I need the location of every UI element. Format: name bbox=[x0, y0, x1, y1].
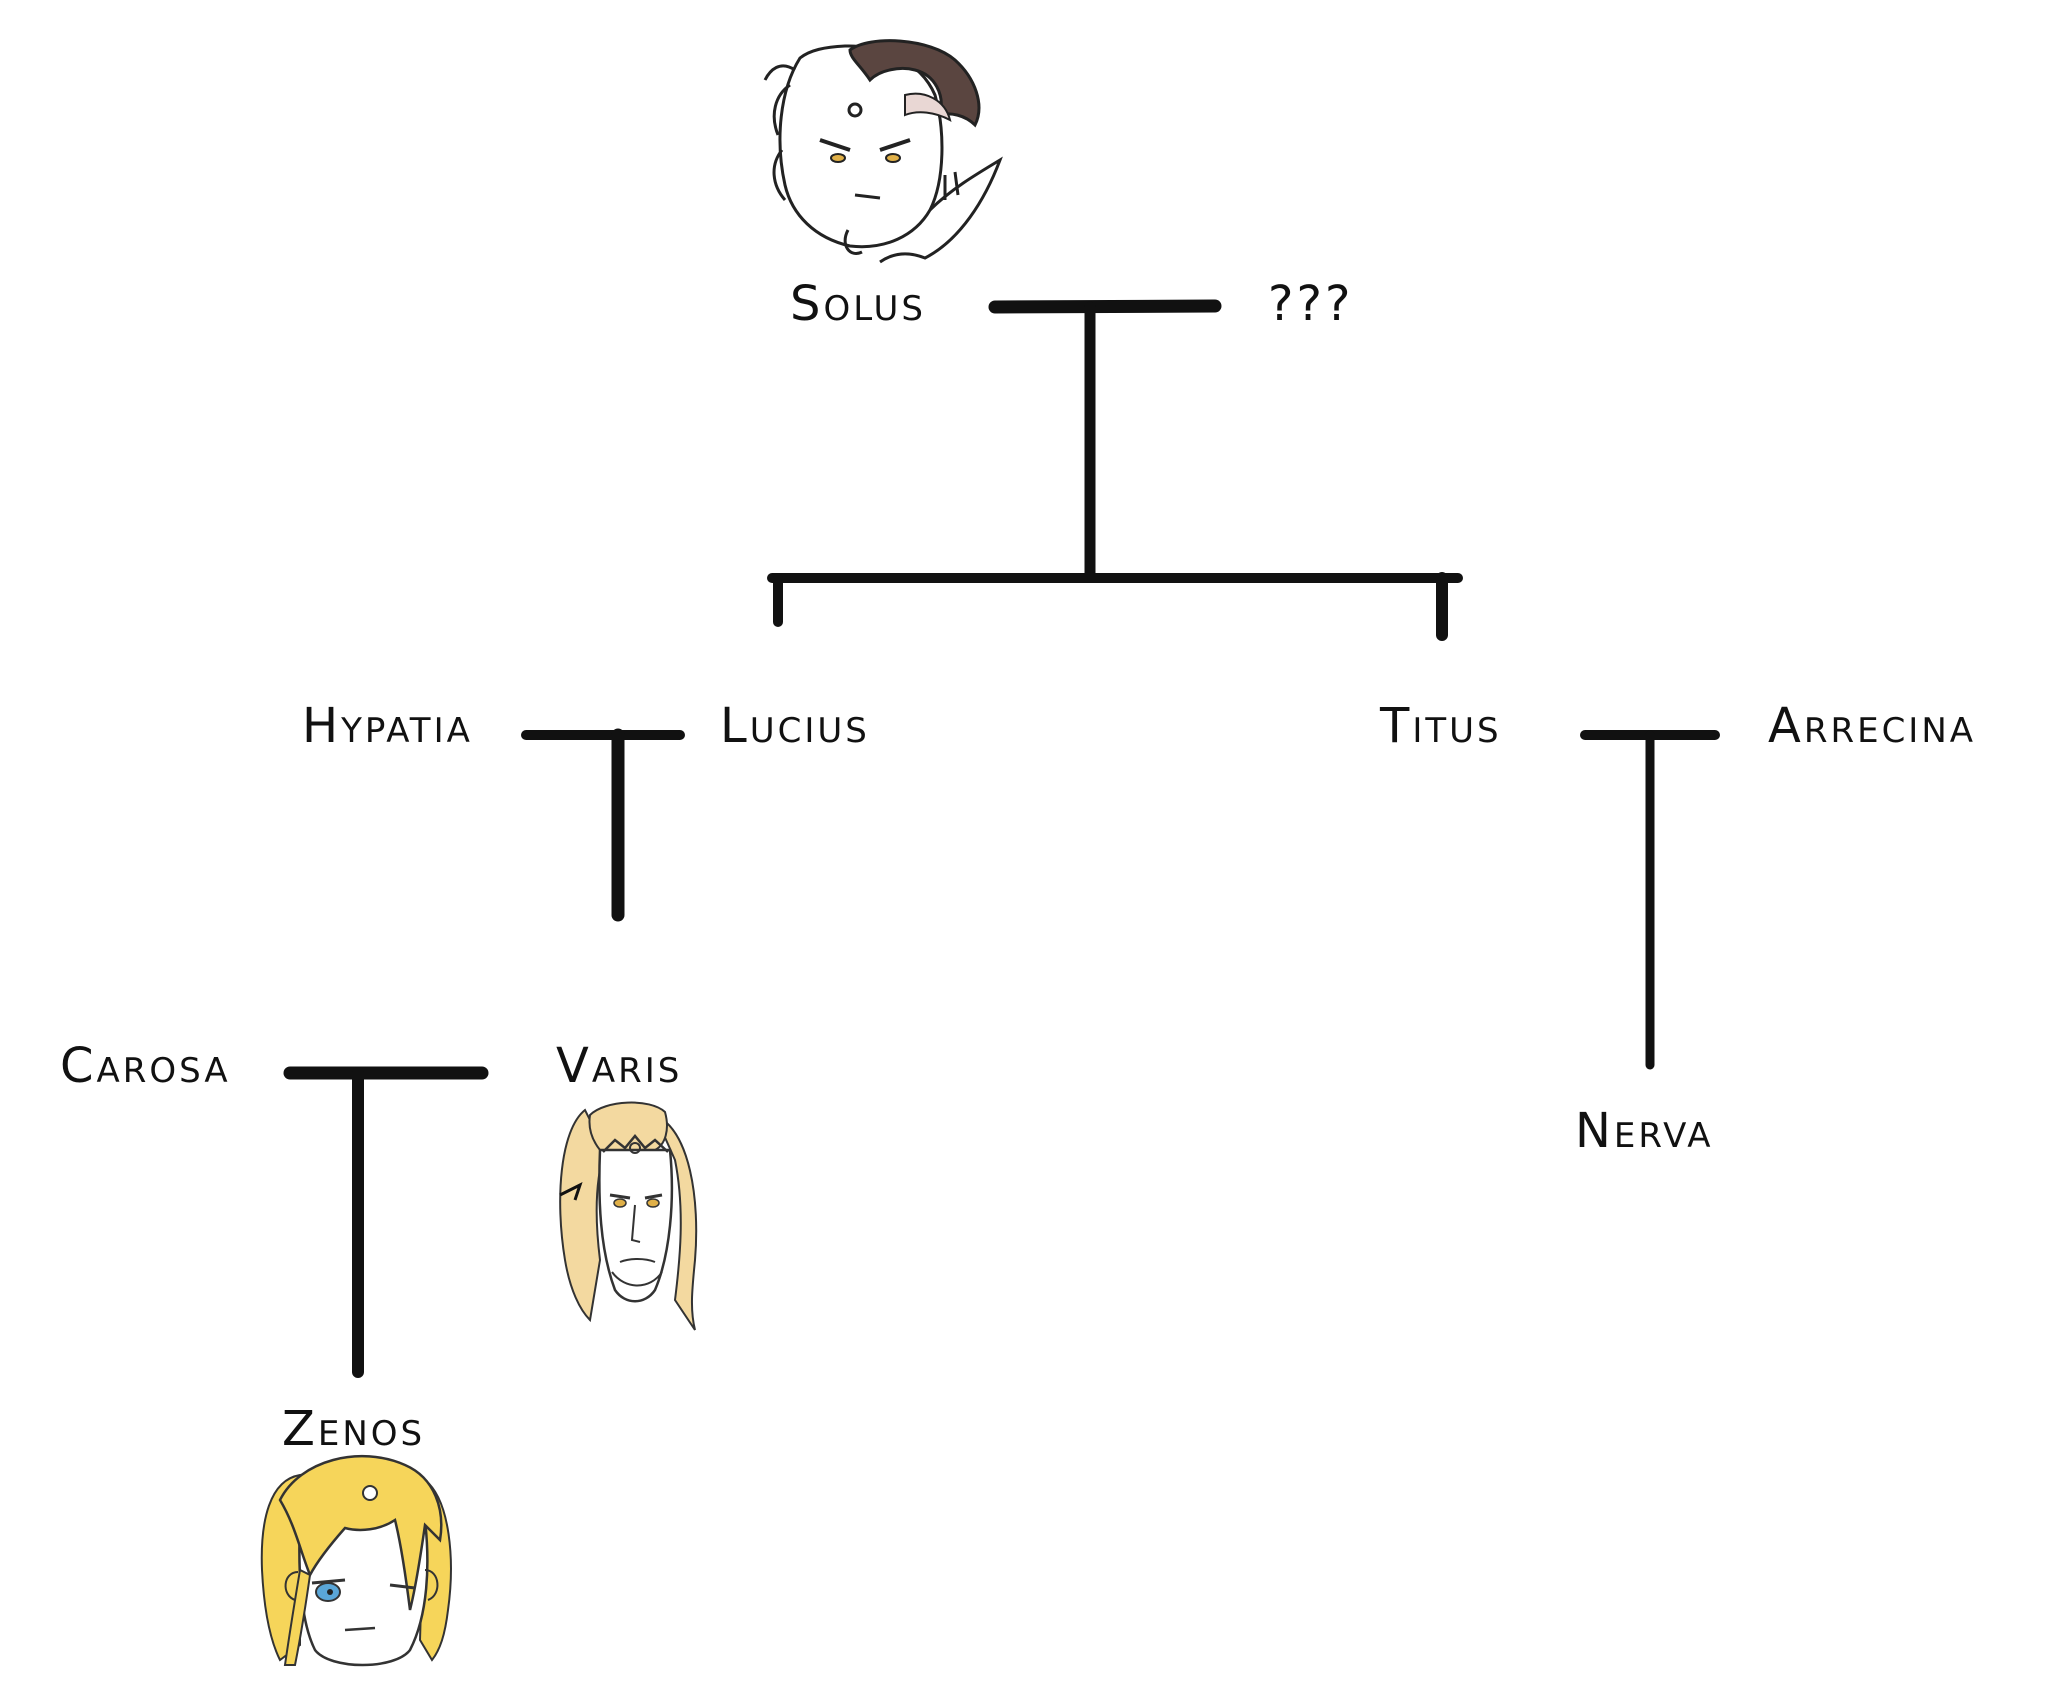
person-name-solus: Solus bbox=[790, 276, 926, 332]
person-name-varis: Varis bbox=[556, 1038, 683, 1094]
person-name-zenos: Zenos bbox=[282, 1401, 426, 1457]
person-name-lucius: Lucius bbox=[720, 698, 870, 754]
person-name-titus: Titus bbox=[1380, 698, 1502, 754]
blonde-blue-eyed-man-portrait-icon bbox=[260, 1454, 452, 1667]
brown-haired-man-portrait-icon bbox=[763, 39, 1003, 264]
person-name-hypatia: Hypatia bbox=[302, 698, 473, 754]
person-name-arrecina: Arrecina bbox=[1768, 698, 1977, 754]
person-name-nerva: Nerva bbox=[1575, 1103, 1714, 1159]
person-name-carosa: Carosa bbox=[60, 1038, 231, 1094]
person-name-unknown-spouse: ??? bbox=[1268, 276, 1354, 332]
solus-unknown-marriage-line bbox=[988, 299, 1222, 314]
pale-blonde-crowned-man-portrait-icon bbox=[559, 1101, 698, 1331]
